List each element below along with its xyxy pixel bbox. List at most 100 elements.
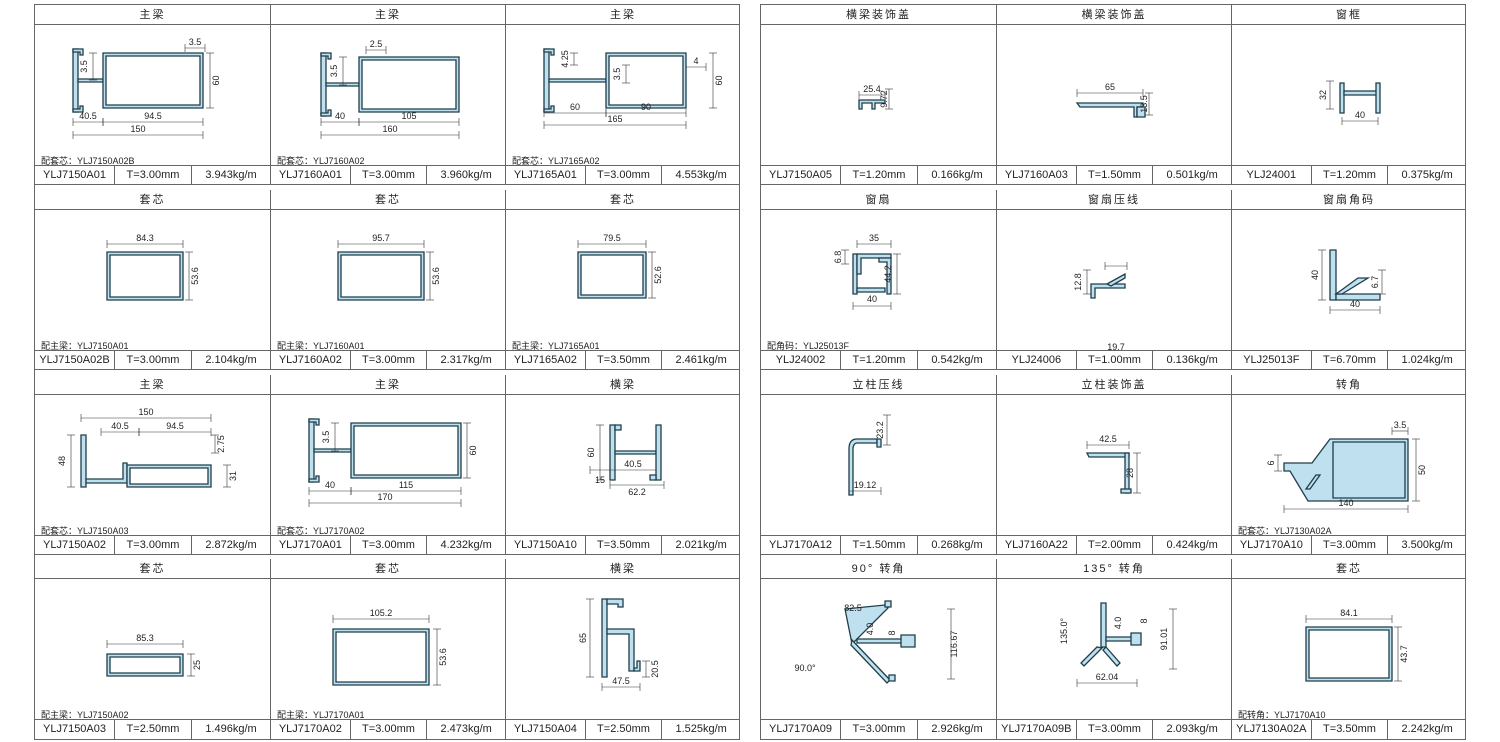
profile-cross-section: 84.143.7	[1305, 608, 1409, 682]
unit-weight: 0.501kg/m	[1166, 169, 1218, 181]
dimension-label: 3.5	[329, 65, 339, 78]
dimension-label: 3.5	[321, 431, 331, 444]
wall-thickness: T=3.00mm	[351, 166, 428, 185]
profile-title: 主梁	[271, 5, 505, 25]
dimension-label: 91.01	[1159, 628, 1169, 651]
part-code: YLJ7150A04	[506, 720, 586, 739]
profile-title: 横梁	[506, 559, 740, 579]
dimension-label: 31	[228, 471, 238, 481]
part-code: YLJ24006	[997, 351, 1077, 370]
dimension-label: 43.7	[1399, 645, 1409, 663]
dimension-label: 25	[192, 660, 202, 670]
dimension-label: 4	[693, 56, 698, 66]
profile-title: 套芯	[271, 559, 505, 579]
dimension-label: 60	[211, 75, 221, 85]
dimension-label: 9.72	[879, 90, 889, 108]
profile-cross-section: 105.253.6	[332, 608, 448, 686]
dimension-label: 105	[401, 111, 416, 121]
dimension-label: 6.7	[1370, 276, 1380, 289]
dimension-label: 13.5	[1139, 95, 1149, 113]
dimension-label: 150	[138, 407, 153, 417]
wall-thickness: T=3.00mm	[351, 351, 428, 370]
part-code: YLJ7150A02	[35, 536, 115, 555]
wall-thickness: T=1.20mm	[841, 166, 918, 185]
profile-title: 窗扇压线	[997, 190, 1231, 210]
matching-part-note: 配主梁：YLJ7170A01	[277, 710, 365, 720]
wall-thickness: T=3.00mm	[586, 166, 663, 185]
profile-title: 90° 转角	[761, 559, 996, 579]
dimension-label: 65	[1105, 82, 1115, 92]
dimension-label: 116.67	[949, 631, 959, 658]
profile-cross-section: 65 13.5	[1075, 82, 1153, 118]
profile-title: 套芯	[1232, 559, 1466, 579]
wall-thickness: T=1.50mm	[1077, 166, 1154, 185]
profile-title: 窗扇角码	[1232, 190, 1466, 210]
unit-weight: 2.872kg/m	[205, 539, 257, 551]
unit-weight: 0.375kg/m	[1401, 169, 1453, 181]
profile-title: 主梁	[506, 5, 740, 25]
profile-drawing: 65 13.5	[997, 25, 1231, 165]
unit-weight: 2.242kg/m	[1401, 723, 1453, 735]
matching-part-note: 配主梁：YLJ7150A01	[41, 341, 129, 351]
wall-thickness: T=3.50mm	[1312, 720, 1389, 739]
dimension-label: 15	[595, 475, 605, 485]
wall-thickness: T=3.00mm	[351, 536, 428, 555]
dimension-label: 6	[1266, 460, 1276, 465]
dimension-label: 4.25	[560, 50, 570, 68]
unit-weight: 4.232kg/m	[440, 539, 492, 551]
dimension-label: 40	[325, 480, 335, 490]
dimension-label: 53.6	[431, 267, 441, 285]
matching-part-note: 配套芯：YLJ7150A03	[41, 526, 129, 536]
profile-cross-section: 85.325	[106, 633, 202, 677]
dimension-label: 40	[335, 111, 345, 121]
dimension-label: 84.3	[136, 233, 154, 243]
dimension-label: 3.5	[79, 60, 89, 73]
wall-thickness: T=1.50mm	[841, 536, 918, 555]
part-code: YLJ7165A02	[506, 351, 586, 370]
dimension-label: 140	[1338, 498, 1353, 508]
profile-title: 套芯	[506, 190, 740, 210]
dimension-label: 44.2	[883, 265, 893, 283]
dimension-label: 50	[1417, 465, 1427, 475]
part-code: YLJ7170A09B	[997, 720, 1077, 739]
unit-weight: 2.926kg/m	[931, 723, 983, 735]
part-code: YLJ7170A01	[271, 536, 351, 555]
part-code: YLJ7150A01	[35, 166, 115, 185]
dimension-label: 60	[570, 102, 580, 112]
part-code: YLJ7160A03	[997, 166, 1077, 185]
wall-thickness: T=3.00mm	[841, 720, 918, 739]
dimension-label: 2.5	[370, 39, 383, 49]
profile-title: 横梁装饰盖	[761, 5, 996, 25]
profile-title: 转角	[1232, 375, 1466, 395]
